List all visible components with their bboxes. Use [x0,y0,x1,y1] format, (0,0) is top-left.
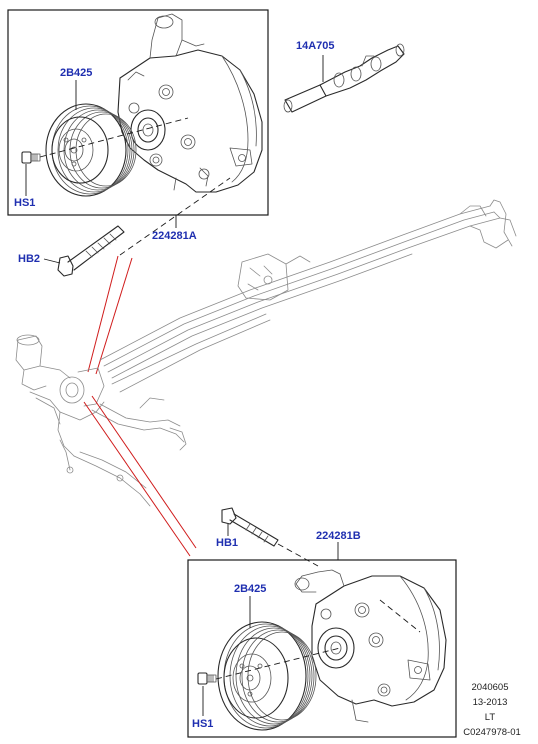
drawing-reference: 2040605 13-2013 LT C0247978-01 [463,682,521,738]
vehicle-hose-routing [15,199,517,507]
bottom-hs1-label: HS1 [192,718,213,730]
top-assembly-axis [119,177,231,256]
top-pulley [45,103,137,197]
reference-line-4: C0247978-01 [463,727,521,738]
callout-line-bottom-2 [91,395,197,549]
callout-line-top-2 [95,257,133,375]
bolt-hb2: HB2 [18,225,125,277]
bottom-detail-frame [187,559,457,738]
callout-line-top-1 [87,255,119,373]
callout-line-bottom-1 [83,401,191,557]
reference-line-1: 2040605 [472,682,509,693]
bottom-bolt-axis [277,543,319,567]
bottom-pump-body [294,569,447,723]
bottom-pulley [217,621,317,731]
top-pump-body [117,13,263,193]
top-pulley-label: 2B425 [60,67,92,79]
top-detail-panel: 2B425 HS1 [7,9,269,216]
top-bolt-hs1 [21,151,41,164]
reference-line-2: 13-2013 [473,697,508,708]
top-axis-line [39,117,189,158]
bottom-detail-panel: 2B425 HS1 [187,559,457,738]
bolt-hb1: HB1 [216,507,319,567]
hb1-label: HB1 [216,537,238,549]
bottom-bolt-hs1 [197,672,217,685]
top-hs1-label: HS1 [14,197,35,209]
top-detail-frame [7,9,269,216]
hose-14a705: 14A705 [283,40,405,113]
bottom-axis-line [215,647,341,680]
bottom-pulley-label: 2B425 [234,583,266,595]
hb2-label: HB2 [18,253,40,265]
reference-line-3: LT [485,712,496,723]
hose-label: 14A705 [296,40,335,52]
bottom-assembly-label: 224281B [316,530,361,542]
top-assembly-label: 224281A [152,230,197,242]
